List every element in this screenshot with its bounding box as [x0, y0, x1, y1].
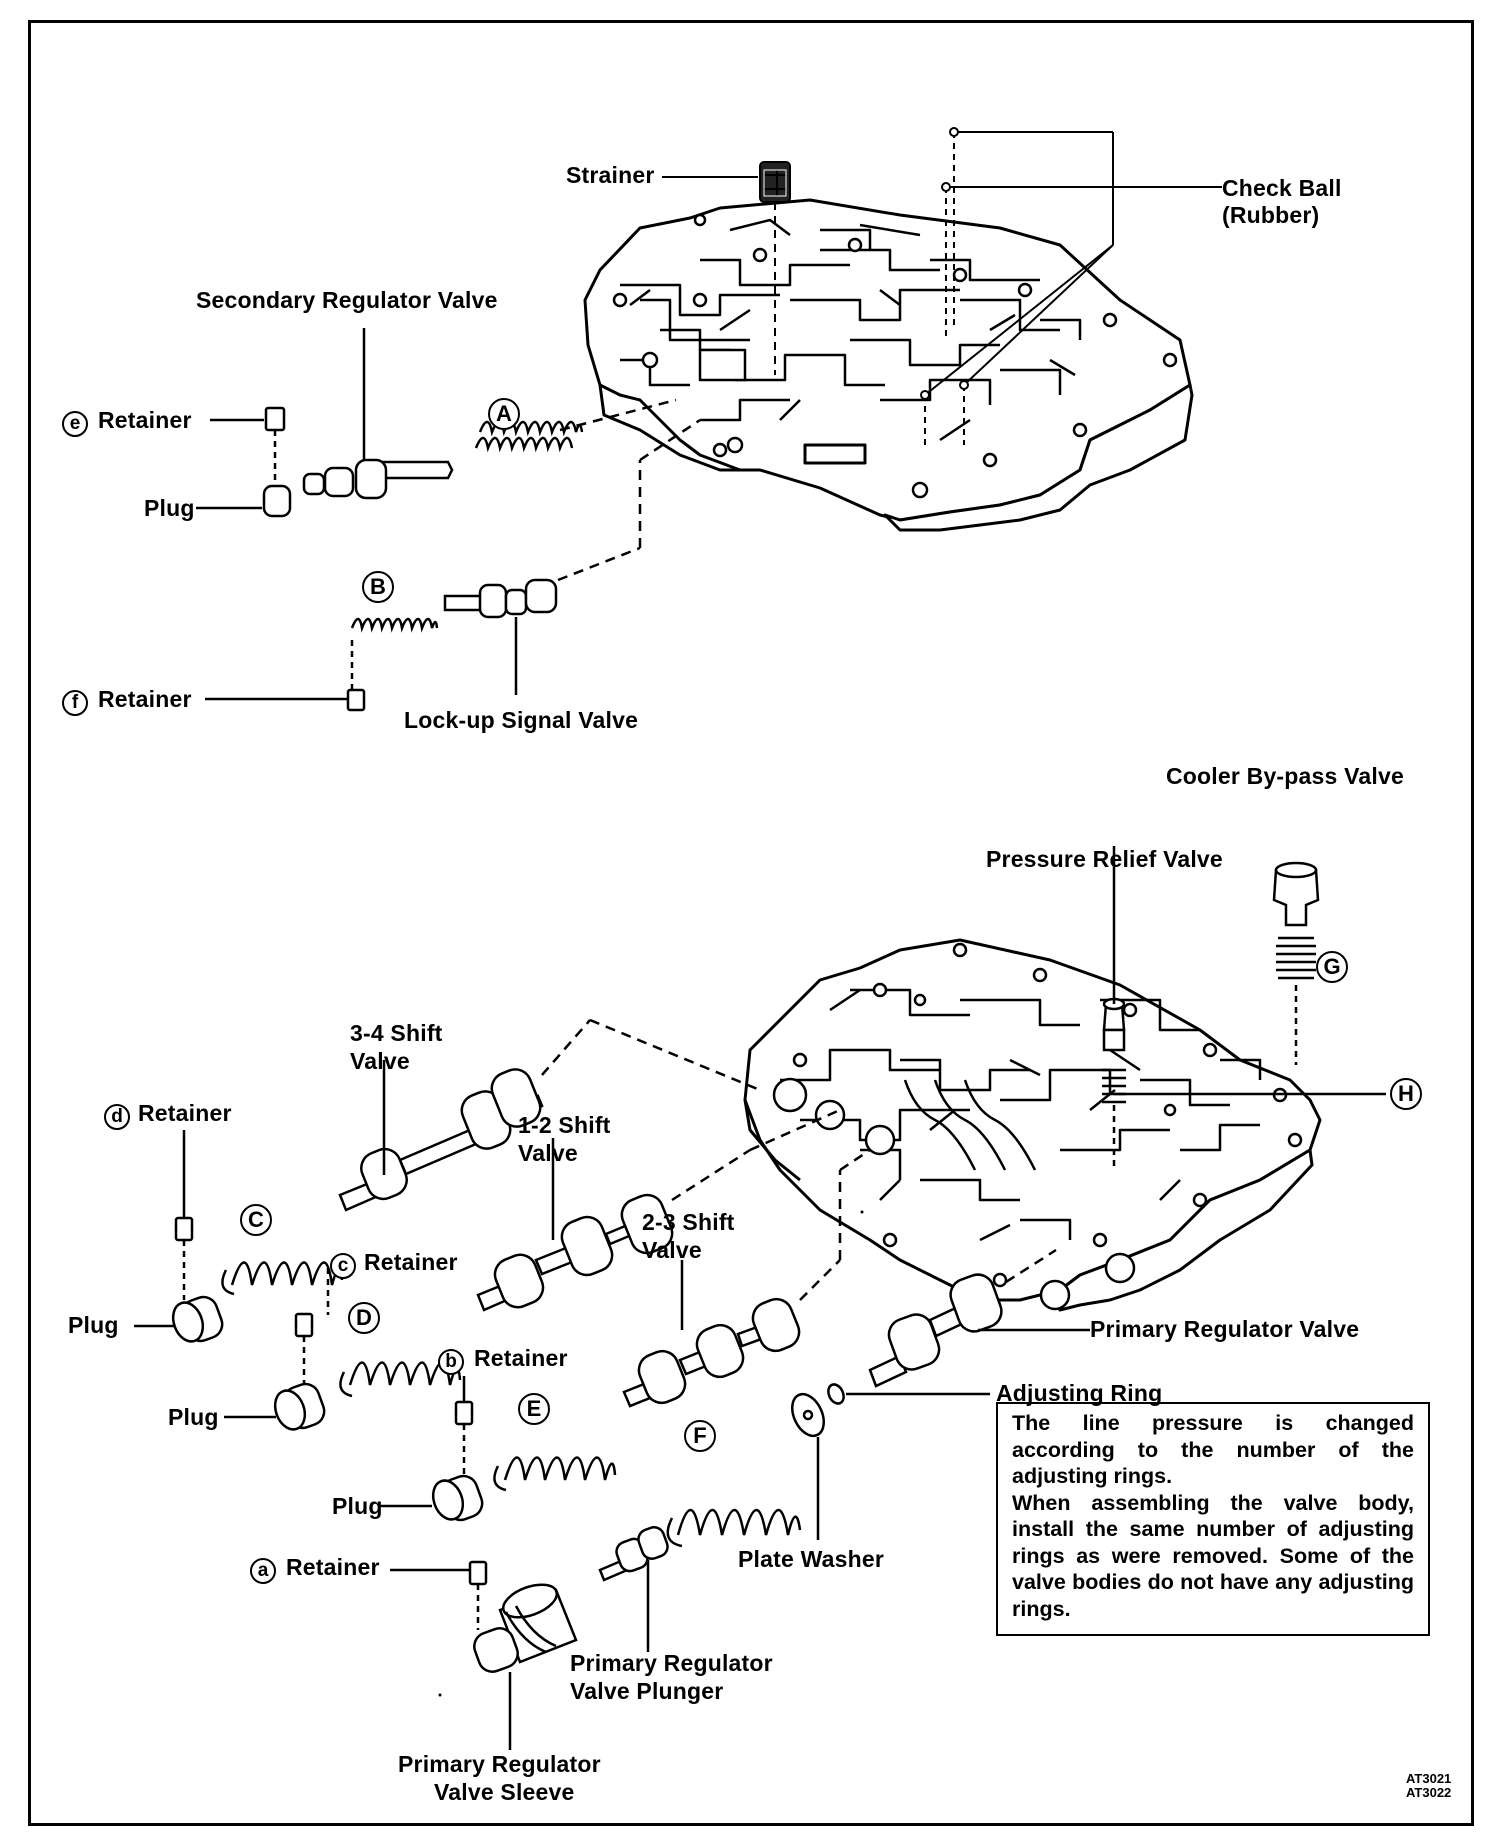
upper-valve-body — [583, 198, 1194, 532]
label-pressure-relief-valve: Pressure Relief Valve — [986, 846, 1223, 872]
label-34-shift-line1: 3-4 Shift — [350, 1020, 443, 1046]
label-primary-regulator-plunger-line2: Valve Plunger — [570, 1678, 724, 1704]
marker-a: a — [250, 1558, 276, 1584]
label-23-shift-line1: 2-3 Shift — [642, 1209, 735, 1235]
marker-c: c — [330, 1253, 356, 1279]
figure-code-1: AT3021 — [1406, 1771, 1452, 1786]
marker-G: G — [1316, 951, 1348, 983]
label-plug-b: Plug — [332, 1493, 383, 1519]
label-retainer-f: Retainer — [98, 686, 192, 712]
marker-d: d — [104, 1104, 130, 1130]
label-23-shift-line2: Valve — [642, 1237, 702, 1263]
label-adjusting-ring: Adjusting Ring — [996, 1380, 1163, 1406]
figure-codes: AT3021 AT3022 — [1406, 1772, 1451, 1800]
label-retainer-e: Retainer — [98, 407, 192, 433]
note-assembly-instructions: When assembling the valve body, install … — [1012, 1490, 1414, 1621]
leader-strainer — [662, 176, 758, 178]
label-cooler-bypass-valve: Cooler By-pass Valve — [1166, 763, 1404, 789]
label-retainer-b: Retainer — [474, 1345, 568, 1371]
marker-E: E — [518, 1393, 550, 1425]
label-retainer-a: Retainer — [286, 1554, 380, 1580]
label-plug-c: Plug — [168, 1404, 219, 1430]
relief-valves — [1102, 846, 1386, 1170]
label-check-ball: Check Ball — [1222, 175, 1342, 201]
label-plate-washer: Plate Washer — [738, 1546, 884, 1572]
label-primary-regulator-plunger-line1: Primary Regulator — [570, 1650, 773, 1676]
label-34-shift-line2: Valve — [350, 1048, 410, 1074]
strainer-part — [759, 161, 791, 375]
label-primary-regulator-sleeve-line1: Primary Regulator — [398, 1751, 601, 1777]
label-plug-d: Plug — [68, 1312, 119, 1338]
label-primary-regulator-valve: Primary Regulator Valve — [1090, 1316, 1360, 1342]
marker-D: D — [348, 1302, 380, 1334]
lockup-signal-assembly — [205, 418, 701, 712]
label-check-ball-material: (Rubber) — [1222, 202, 1320, 228]
label-primary-regulator-sleeve-line2: Valve Sleeve — [434, 1779, 575, 1805]
marker-f: f — [62, 690, 88, 716]
marker-C: C — [240, 1204, 272, 1236]
plugs-retainers-springs — [134, 1130, 1090, 1750]
label-12-shift-line2: Valve — [518, 1140, 578, 1166]
marker-H: H — [1390, 1078, 1422, 1110]
label-lockup-signal-valve: Lock-up Signal Valve — [404, 707, 639, 733]
label-12-shift-line1: 1-2 Shift — [518, 1112, 611, 1138]
note-line-pressure: The line pressure is changed according t… — [1012, 1411, 1414, 1488]
misc-marks — [438, 1210, 864, 1697]
marker-b: b — [438, 1349, 464, 1375]
marker-B: B — [362, 571, 394, 603]
lower-valve-body — [743, 938, 1322, 1312]
label-retainer-d: Retainer — [138, 1100, 232, 1126]
label-secondary-regulator-valve: Secondary Regulator Valve — [196, 287, 498, 313]
label-plug-top: Plug — [144, 495, 195, 521]
shift-valves — [338, 1018, 871, 1408]
label-retainer-c: Retainer — [364, 1249, 458, 1275]
check-ball-leaders — [920, 127, 1222, 450]
adjusting-ring-note: The line pressure is changed according t… — [996, 1402, 1430, 1636]
marker-F: F — [684, 1420, 716, 1452]
marker-A: A — [488, 398, 520, 430]
label-strainer: Strainer — [566, 162, 655, 188]
figure-frame — [28, 20, 1474, 1826]
marker-e: e — [62, 411, 88, 437]
figure-code-2: AT3022 — [1406, 1785, 1452, 1800]
